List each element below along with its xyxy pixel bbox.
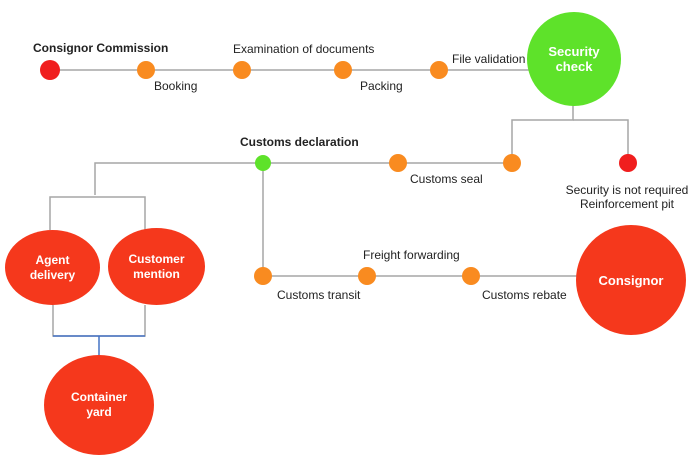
freight-forwarding-node xyxy=(358,267,376,285)
customs-rebate-label: Customs rebate xyxy=(482,288,567,302)
yard-bracket-gray xyxy=(52,305,146,337)
security-not-required-label: Security is not required Reinforcement p… xyxy=(565,183,689,211)
agent-branch-line xyxy=(94,162,263,195)
container-yard-node: Container yard xyxy=(44,355,154,455)
customs-seal-left-node xyxy=(389,154,407,172)
customs-declaration-label: Customs declaration xyxy=(240,135,359,149)
agent-delivery-node: Agent delivery xyxy=(5,230,100,305)
file-validation-node xyxy=(430,61,448,79)
security-not-required-node xyxy=(619,154,637,172)
customs-declaration-node xyxy=(255,155,271,171)
customs-seal-right-node xyxy=(503,154,521,172)
booking-node xyxy=(137,61,155,79)
customs-transit-node xyxy=(254,267,272,285)
security-check-node: Security check xyxy=(527,12,621,106)
customs-seal-label: Customs seal xyxy=(410,172,483,186)
customs-transit-label: Customs transit xyxy=(277,288,361,302)
file-validation-label: File validation xyxy=(452,52,526,66)
security-branch-line xyxy=(511,105,574,162)
security-not-required-line xyxy=(573,119,629,162)
consignor-commission-node xyxy=(40,60,60,80)
consignor-commission-label: Consignor Commission xyxy=(33,41,169,55)
container-yard-bracket xyxy=(53,335,145,356)
customs-rebate-node xyxy=(462,267,480,285)
consignor-node: Consignor xyxy=(576,225,686,335)
booking-label: Booking xyxy=(154,79,198,93)
examination-label: Examination of documents xyxy=(233,42,375,56)
agent-bracket-line xyxy=(49,196,146,230)
packing-node xyxy=(334,61,352,79)
examination-node xyxy=(233,61,251,79)
customer-mention-node: Customer mention xyxy=(108,228,205,305)
packing-label: Packing xyxy=(360,79,403,93)
freight-forwarding-label: Freight forwarding xyxy=(363,248,460,262)
